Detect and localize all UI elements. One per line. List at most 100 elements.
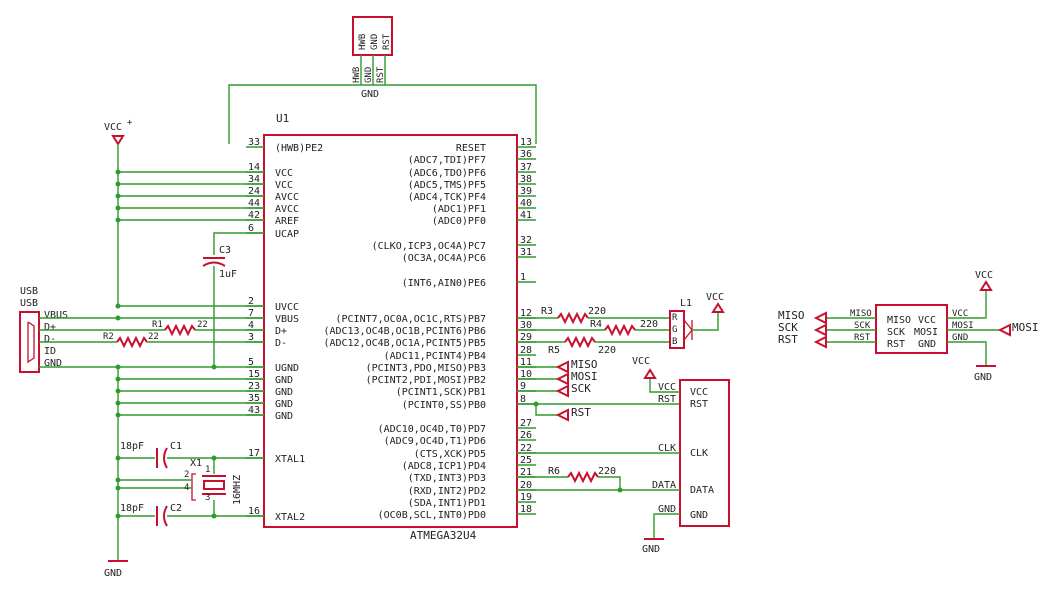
mcu-left-pin-number: 33 xyxy=(248,137,260,148)
mcu-right-pin-name: (PCINT2,PDI,MOSI)PB2 xyxy=(366,375,486,386)
mcu-right-pin-number: 27 xyxy=(520,418,532,429)
mcu-left-pin-name: D- xyxy=(275,338,287,349)
isp-net-rst: RST xyxy=(854,333,871,343)
mcu-right-pin-number: 31 xyxy=(520,247,532,258)
isp-inner-gnd: GND xyxy=(918,339,936,350)
isp-label-rst: RST xyxy=(778,333,798,346)
r4-value: 220 xyxy=(640,319,658,330)
mcu-left-pin-name: AREF xyxy=(275,216,299,227)
mcu-left-pin-name: XTAL1 xyxy=(275,454,305,465)
mcu-right-pin-number: 38 xyxy=(520,174,532,185)
r2-ref: R2 xyxy=(103,332,114,342)
mcu-right-pin-name: (CLKO,ICP3,OC4A)PC7 xyxy=(372,241,486,252)
mcu-right-pin-name: (ADC13,OC4B,OC1B,PCINT6)PB6 xyxy=(323,326,486,337)
icsp-net-hwb: HWB xyxy=(352,67,362,83)
mcu-left-pin-name: VBUS xyxy=(275,314,299,325)
isp-net-miso: MISO xyxy=(850,309,872,319)
r6-value: 220 xyxy=(598,466,616,477)
gnd-isp-label: GND xyxy=(974,372,992,383)
mcu-left-pin-number: 6 xyxy=(248,223,254,234)
mcu-right-pin-name: (TXD,INT3)PD3 xyxy=(408,473,486,484)
ps2-pin-gnd: GND xyxy=(690,510,708,521)
mcu-right-pin-number: 13 xyxy=(520,137,532,148)
isp-inner-vcc: VCC xyxy=(918,315,936,326)
mcu-left-pin-number: 34 xyxy=(248,174,260,185)
mcu-right-pin-number: 11 xyxy=(520,357,532,368)
x1-case xyxy=(191,473,196,501)
gnd-rail: GND 18pF C1 18pF C2 X1 2 4 1 3 1 xyxy=(104,364,264,579)
usb-pin-id: ID xyxy=(44,346,56,357)
mcu-left-pin-name: (HWB)PE2 xyxy=(275,143,323,154)
ps2-net-gnd: GND xyxy=(658,504,676,515)
isp-body xyxy=(875,304,948,354)
isp-sck-flag-icon xyxy=(813,323,827,337)
mcu-right-pin-number: 9 xyxy=(520,381,526,392)
usb-title-2: USB xyxy=(20,298,38,309)
mcu-right-pin-number: 29 xyxy=(520,332,532,343)
mcu-right-pin-number: 19 xyxy=(520,492,532,503)
icsp-pin-label-gnd: GND xyxy=(370,34,380,50)
icsp-gnd-label: GND xyxy=(361,89,379,100)
r2-resistor xyxy=(116,335,148,349)
mcu-left-pin-name: AVCC xyxy=(275,204,299,215)
ps2-pin-data: DATA xyxy=(690,485,714,496)
mcu-right-pin-name: (PCINT3,PDO,MISO)PB3 xyxy=(366,363,486,374)
r5-ref: R5 xyxy=(548,345,560,356)
l1-pin-g: G xyxy=(672,325,677,335)
mcu-left-pin-number: 17 xyxy=(248,448,260,459)
x1-pin-2: 2 xyxy=(184,470,189,480)
mcu-left-pin-name: XTAL2 xyxy=(275,512,305,523)
rst-net-label: RST xyxy=(571,406,591,419)
mcu-left-pin-number: 2 xyxy=(248,296,254,307)
x1-pin-4: 4 xyxy=(184,483,189,493)
isp-inner-rst: RST xyxy=(887,339,905,350)
mcu-body xyxy=(263,134,518,528)
ps2-pin-vcc: VCC xyxy=(690,387,708,398)
usb-connector: USB USB VBUS D+ D- ID GND R1 22 R2 22 xyxy=(19,286,264,373)
mcu-left-pin-name: GND xyxy=(275,411,293,422)
usb-pin-dm: D- xyxy=(44,334,56,345)
mcu-right-pin-number: 25 xyxy=(520,455,532,466)
mcu-right-pin-name: (PCINT0,SS)PB0 xyxy=(402,400,486,411)
mcu-right-pin-number: 37 xyxy=(520,162,532,173)
mcu-right-pin-number: 36 xyxy=(520,149,532,160)
gnd-ps2-label: GND xyxy=(642,544,660,555)
mcu-right-pin-number: 1 xyxy=(520,272,526,283)
sck-net-label: SCK xyxy=(571,382,591,395)
ps2-net-data: DATA xyxy=(652,480,676,491)
mcu-right-pin-name: (ADC0)PF0 xyxy=(432,216,486,227)
isp-inner-miso: MISO xyxy=(887,315,911,326)
r5-resistor xyxy=(564,335,596,349)
icsp-header: HWB GND RST HWB GND RST GND xyxy=(228,16,537,144)
isp-mosi-flag-icon xyxy=(997,323,1011,337)
mcu-left-pin-name: GND xyxy=(275,399,293,410)
icsp-net-gnd: GND xyxy=(364,67,374,83)
mcu-left-pin-name: UCAP xyxy=(275,229,299,240)
mcu-right-pin-name: (ADC5,TMS)PF5 xyxy=(408,180,486,191)
c1-plate-right xyxy=(163,447,168,469)
c1-ref: C1 xyxy=(170,441,182,452)
mcu-right-pin-number: 26 xyxy=(520,430,532,441)
mcu-left-pin-number: 4 xyxy=(248,320,254,331)
mcu-left-pin-number: 3 xyxy=(248,332,254,343)
mcu-left-pin-number: 44 xyxy=(248,198,260,209)
mcu-left-pin-number: 42 xyxy=(248,210,260,221)
mcu-left-pin-name: UGND xyxy=(275,363,299,374)
usb-port-icon xyxy=(27,321,35,364)
isp-connector: MISO VCC SCK MOSI RST GND MISO SCK RST M… xyxy=(778,270,1039,383)
mcu-right-pin-name: (OC0B,SCL,INT0)PD0 xyxy=(378,510,486,521)
mcu-right-pin-number: 40 xyxy=(520,198,532,209)
vcc-isp-label: VCC xyxy=(975,270,993,281)
x1-ref: X1 xyxy=(190,458,202,469)
r6-resistor xyxy=(567,470,599,484)
icsp-pin-label-rst: RST xyxy=(382,33,392,50)
mcu-right-pin-name: (ADC11,PCINT4)PB4 xyxy=(384,351,486,362)
x1-pin-3: 3 xyxy=(205,493,210,503)
rst-flag-icon xyxy=(555,408,569,422)
isp-inner-mosi: MOSI xyxy=(914,327,938,338)
r3-resistor xyxy=(557,311,589,325)
mosi-net-label: MOSI xyxy=(571,370,598,383)
mcu-left-pin-number: 16 xyxy=(248,506,260,517)
mcu-u1: U1 ATMEGA32U4 33(HWB)PE214VCC34VCC24AVCC… xyxy=(246,112,536,542)
l1-ref: L1 xyxy=(680,298,692,309)
